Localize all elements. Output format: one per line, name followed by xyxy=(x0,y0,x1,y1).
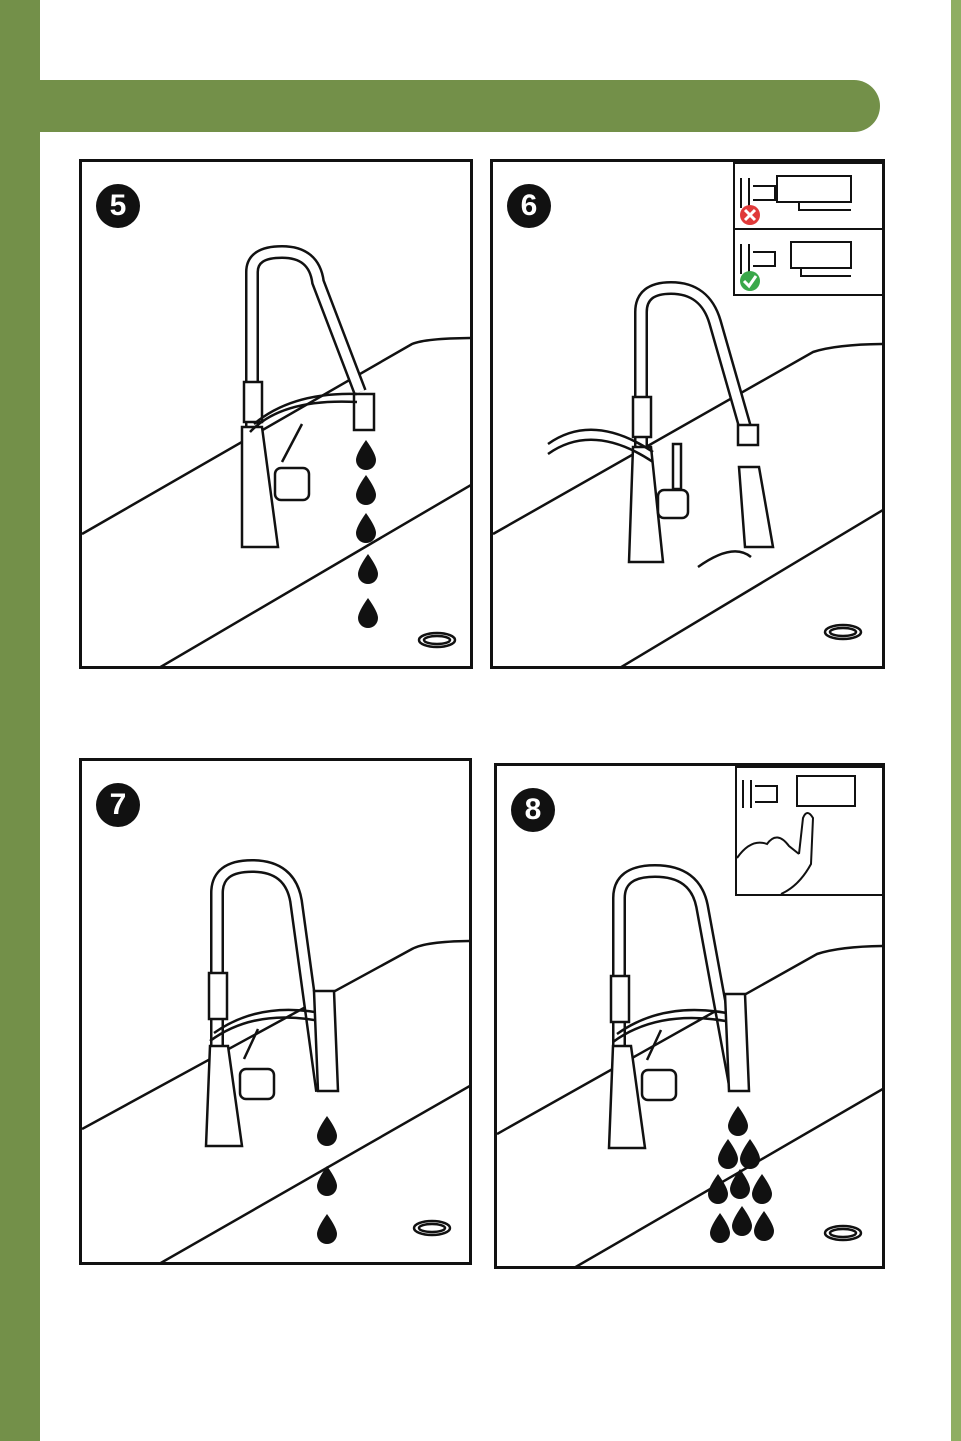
water-drop-icon xyxy=(752,1174,772,1204)
water-drop-icon xyxy=(728,1106,748,1136)
water-drop-icon xyxy=(358,598,378,628)
water-drop-icon xyxy=(358,554,378,584)
water-drop-icon xyxy=(710,1213,730,1243)
water-drop-icon xyxy=(732,1206,752,1236)
water-drop-icon xyxy=(754,1211,774,1241)
water-drop-icon xyxy=(317,1214,337,1244)
water-drop-icon-group xyxy=(317,440,774,1244)
water-drop-icon xyxy=(356,475,376,505)
water-drop-icon xyxy=(317,1116,337,1146)
water-drop-icon xyxy=(356,440,376,470)
water-drop-icon xyxy=(356,513,376,543)
water-drop-icon xyxy=(718,1139,738,1169)
water-drop-icon xyxy=(730,1169,750,1199)
water-drop-icon xyxy=(708,1174,728,1204)
water-drop-icon xyxy=(740,1139,760,1169)
water-drop-icon xyxy=(317,1166,337,1196)
